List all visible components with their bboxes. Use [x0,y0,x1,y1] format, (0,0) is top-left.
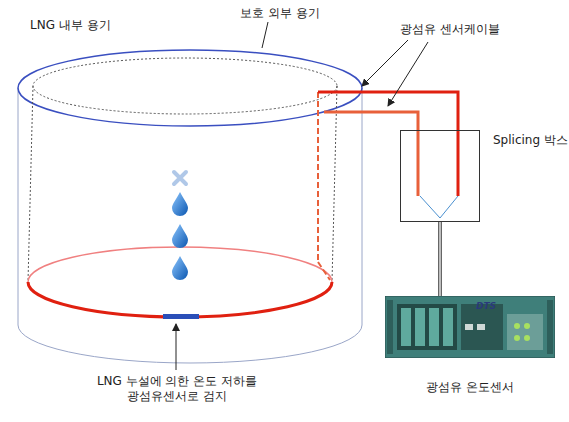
device-outline [385,296,555,358]
annotation-label: LNG 누설에 의한 온도 저하를 광섬유센서로 검지 [92,374,262,404]
cable-connector [440,222,441,296]
outer-vessel [18,50,362,363]
temperature-sensor: 광섬유 온도센서 [385,296,555,358]
leak-drops [172,172,188,280]
splicing-box: Splicing 박스 [400,130,480,222]
annotation-label: LNG 내부 용기 [30,18,111,33]
annotation-label: 보호 외부 용기 [240,6,320,21]
inner-vessel [28,58,337,282]
node-label: Splicing 박스 [493,133,568,148]
annotation-label: DTS [476,301,496,311]
leader-lines [176,22,428,370]
sensor-cable [28,92,458,319]
node-label: 광섬유 온도센서 [385,380,555,395]
annotation-label: 광섬유 센서케이블 [400,22,500,37]
